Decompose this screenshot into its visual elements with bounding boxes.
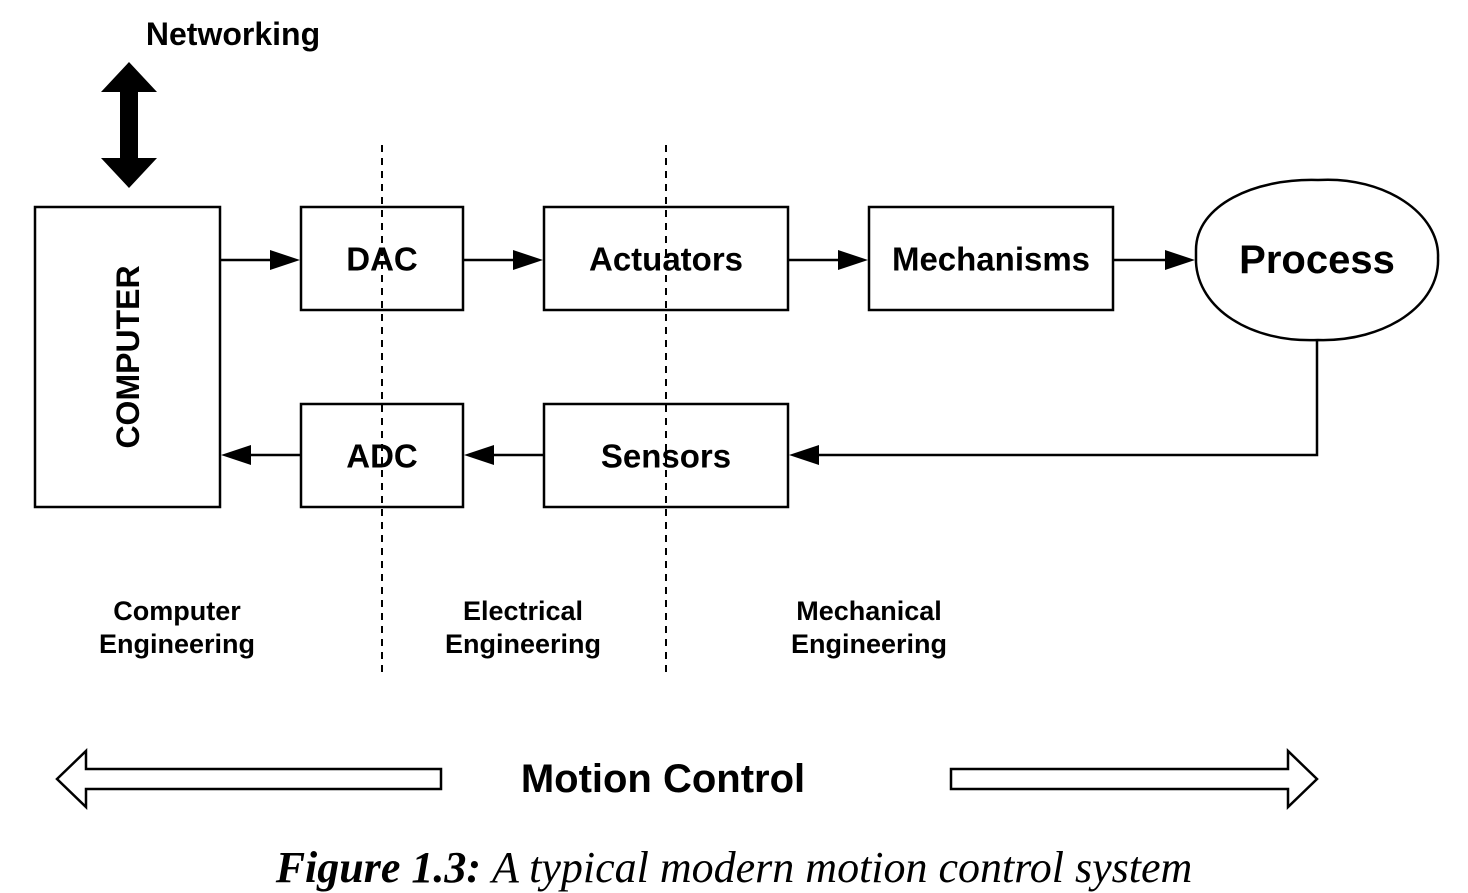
actuators-label: Actuators	[589, 241, 743, 278]
motion-control-label: Motion Control	[521, 757, 805, 801]
arrow-mechanisms-to-process	[1113, 250, 1195, 270]
computer-block: COMPUTER	[33, 205, 222, 509]
figure-caption: Figure 1.3: A typical modern motion cont…	[0, 842, 1468, 893]
dac-label: DAC	[346, 241, 418, 278]
motion-control-left-arrow	[55, 748, 443, 810]
process-label: Process	[1239, 238, 1395, 282]
process-block: Process	[1194, 178, 1440, 342]
motion-control-right-arrow	[949, 748, 1319, 810]
svg-text:Engineering: Engineering	[791, 629, 947, 659]
adc-label: ADC	[346, 438, 418, 475]
mechanisms-label: Mechanisms	[892, 241, 1090, 278]
sensors-label: Sensors	[601, 438, 731, 475]
mechanisms-block: Mechanisms	[867, 205, 1115, 312]
figure-caption-label: Figure 1.3:	[275, 843, 482, 892]
computer-engineering-label: Computer Engineering	[99, 596, 255, 659]
dac-block: DAC	[299, 205, 465, 312]
mechanical-engineering-label: Mechanical Engineering	[791, 596, 947, 659]
networking-double-arrow	[101, 62, 157, 188]
svg-text:Electrical: Electrical	[463, 596, 583, 626]
svg-text:Engineering: Engineering	[99, 629, 255, 659]
networking-label: Networking	[146, 16, 320, 52]
computer-label: COMPUTER	[110, 265, 146, 448]
svg-text:Mechanical: Mechanical	[796, 596, 942, 626]
arrow-computer-to-dac	[220, 250, 300, 270]
figure-caption-text: A typical modern motion control system	[492, 843, 1193, 892]
arrow-dac-to-actuators	[463, 250, 543, 270]
arrow-process-to-sensors	[789, 341, 1319, 465]
svg-text:Engineering: Engineering	[445, 629, 601, 659]
electrical-engineering-label: Electrical Engineering	[445, 596, 601, 659]
arrow-actuators-to-mechanisms	[788, 250, 868, 270]
svg-text:Computer: Computer	[113, 596, 241, 626]
actuators-block: Actuators	[542, 205, 790, 312]
arrow-adc-to-computer	[221, 445, 301, 465]
arrow-sensors-to-adc	[464, 445, 544, 465]
